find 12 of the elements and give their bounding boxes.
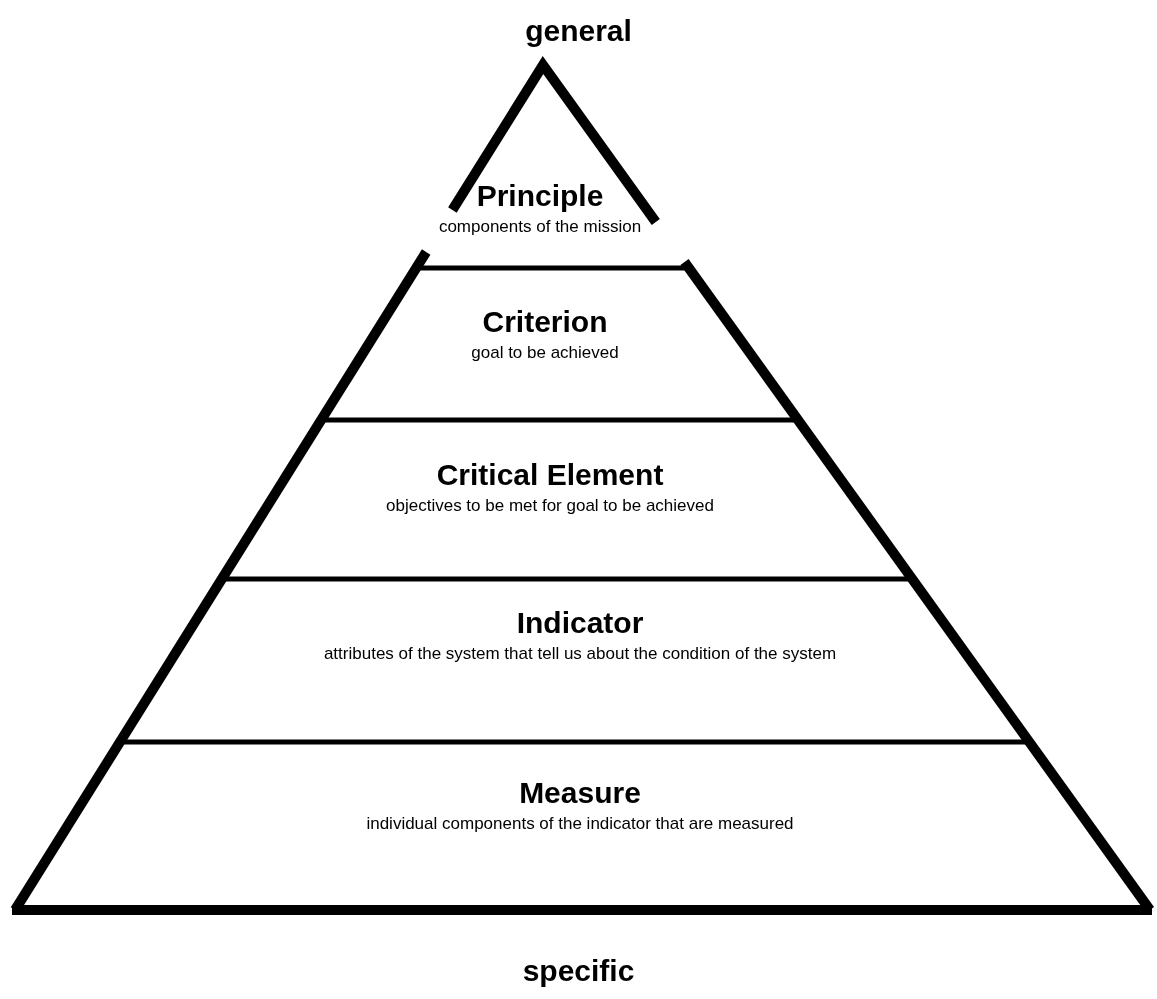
tier-description: individual components of the indicator that are measured [366,812,794,835]
tier-description: attributes of the system that tell us about the condition of the system [323,642,837,665]
tier-heading: Critical Element [436,457,664,493]
tier-heading: Indicator [516,605,644,641]
tier-description: goal to be achieved [471,341,619,364]
scale-label: specific [522,953,635,989]
tier-heading: Criterion [482,304,608,340]
tier-heading: Principle [476,178,604,214]
tier-description: objectives to be met for goal to be achieved [386,494,714,517]
scale-label: general [525,13,632,49]
tier-heading: Measure [519,775,641,811]
tier-description: components of the mission [438,215,642,238]
